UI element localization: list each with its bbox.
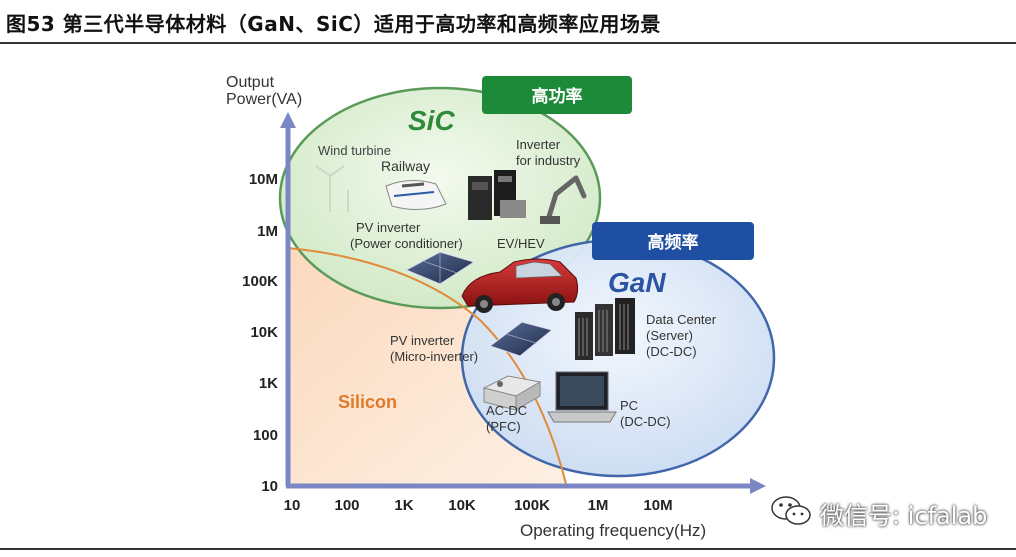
car-icon: [461, 258, 579, 313]
high-frequency-badge: 高频率: [592, 222, 754, 260]
sic-label: SiC: [408, 105, 455, 136]
solar-panel-large-icon: [404, 251, 476, 285]
y-tick-label: 1M: [257, 223, 278, 240]
x-tick-label: 10: [284, 497, 301, 514]
pv-micro-inverter-label-line2: (Micro-inverter): [390, 349, 478, 364]
pv-inverter-label-line2: (Power conditioner): [350, 236, 463, 251]
wechat-watermark: 微信号: icfalab: [770, 492, 990, 532]
y-tick-label: 100: [253, 427, 278, 444]
gan-label: GaN: [608, 267, 666, 298]
silicon-boundary: [287, 247, 567, 485]
pc-label-line2: (DC-DC): [620, 414, 671, 429]
y-axis-arrow: [280, 112, 296, 128]
industrial-inverter-label-line1: Inverter: [516, 137, 561, 152]
y-tick-label: 1K: [259, 375, 278, 392]
server-rack-icon: [575, 298, 635, 360]
ev-hev-label: EV/HEV: [497, 236, 545, 251]
x-tick-label: 10M: [643, 497, 672, 514]
x-tick-label: 1M: [588, 497, 609, 514]
inverter-icon: [468, 170, 526, 220]
y-tick-label: 100K: [242, 273, 278, 290]
train-icon: [385, 180, 447, 210]
figure-header: 图53 第三代半导体材料（GaN、SiC）适用于高功率和高频率应用场景: [0, 0, 1016, 44]
solar-panel-small-icon: [488, 321, 554, 357]
high-frequency-badge-label: 高频率: [648, 232, 699, 253]
acdc-label-line2: (PFC): [486, 419, 521, 434]
data-center-label-line1: Data Center: [646, 312, 717, 327]
x-axis-arrow: [750, 478, 766, 494]
y-axis-label-line1: Output: [226, 74, 275, 91]
y-tick-label: 10K: [250, 324, 278, 341]
pv-micro-inverter-label-line1: PV inverter: [390, 333, 455, 348]
high-power-badge: 高功率: [482, 76, 632, 114]
header-divider: [0, 42, 1016, 44]
x-tick-label: 10K: [448, 497, 476, 514]
wind-turbine-icon: [315, 165, 349, 212]
wind-turbine-label: Wind turbine: [318, 143, 391, 158]
x-tick-labels: 10 100 1K 10K 100K 1M 10M: [284, 497, 673, 514]
y-tick-label: 10: [261, 478, 278, 495]
x-axis-label: Operating frequency(Hz): [520, 521, 706, 540]
high-power-badge-label: 高功率: [532, 86, 583, 107]
y-tick-label: 10M: [249, 171, 278, 188]
x-tick-label: 100K: [514, 497, 550, 514]
industrial-inverter-label-line2: for industry: [516, 153, 581, 168]
pc-label-line1: PC: [620, 398, 638, 413]
data-center-label-line3: (DC-DC): [646, 344, 697, 359]
y-axis-label-line2: Power(VA): [226, 91, 302, 108]
pv-inverter-label-line1: PV inverter: [356, 220, 421, 235]
railway-label: Railway: [381, 158, 430, 174]
robot-arm-icon: [540, 175, 587, 224]
acdc-label-line1: AC-DC: [486, 403, 527, 418]
laptop-icon: [547, 371, 617, 423]
footer-divider: [0, 548, 1016, 550]
y-tick-labels: 10M 1M 100K 10K 1K 100 10: [242, 171, 278, 495]
x-tick-label: 100: [334, 497, 359, 514]
wechat-icon: [771, 496, 811, 525]
silicon-label: Silicon: [338, 392, 397, 412]
x-tick-label: 1K: [394, 497, 413, 514]
power-supply-icon: [482, 375, 542, 411]
data-center-label-line2: (Server): [646, 328, 693, 343]
figure-title: 图53 第三代半导体材料（GaN、SiC）适用于高功率和高频率应用场景: [6, 12, 661, 36]
watermark-text: 微信号: icfalab: [820, 502, 988, 530]
